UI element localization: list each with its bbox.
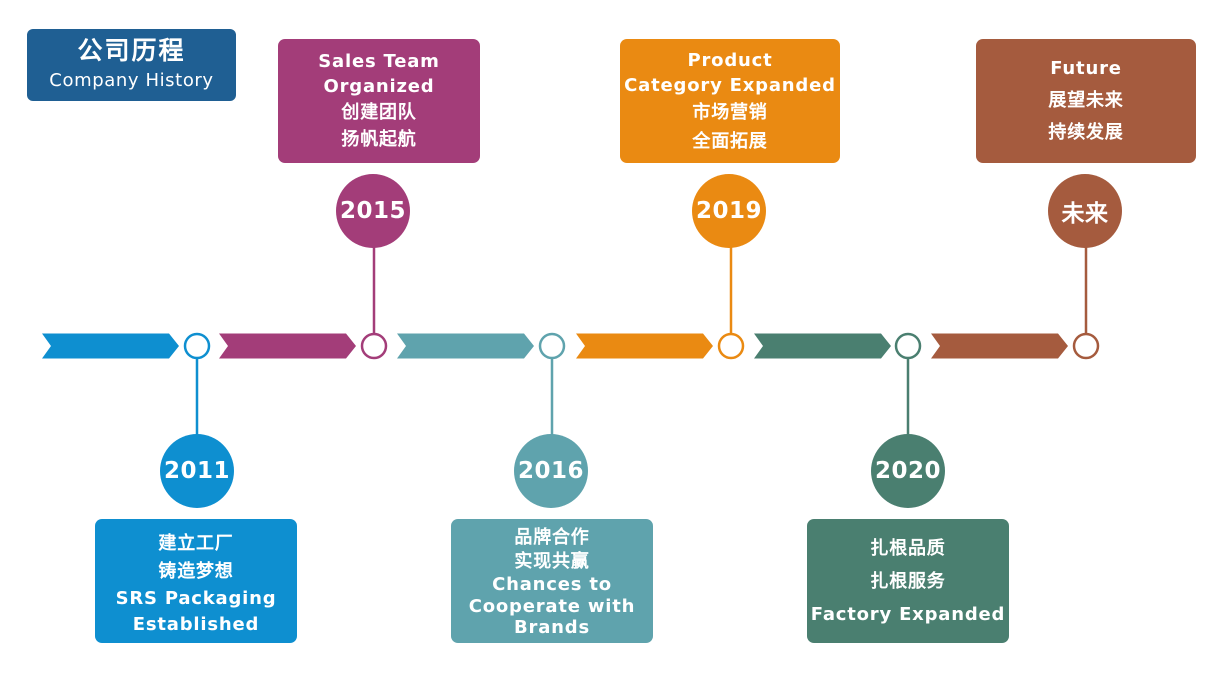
- card-line: 全面拓展: [692, 130, 768, 152]
- year-circle-2015: 2015: [336, 174, 410, 248]
- card-line: Chances to: [492, 574, 612, 595]
- milestone-card-2020: 扎根品质 扎根服务 Factory Expanded: [807, 519, 1009, 643]
- year-label: 2015: [339, 198, 406, 224]
- timeline-arrow-segment: [576, 333, 713, 359]
- card-line: Organized: [323, 76, 435, 97]
- card-line: 扎根品质: [870, 537, 946, 559]
- title-english: Company History: [49, 70, 214, 91]
- card-line: 扬帆起航: [341, 129, 417, 150]
- year-label: 2019: [695, 198, 762, 224]
- year-circle-2020: 2020: [871, 434, 945, 508]
- card-line: 创建团队: [341, 102, 417, 123]
- year-circle-future: 未来: [1048, 174, 1122, 248]
- timeline-arrow-segment: [219, 333, 356, 359]
- timeline-node: [894, 332, 922, 360]
- timeline-node: [717, 332, 745, 360]
- card-line: Category Expanded: [624, 74, 836, 96]
- year-label: 2016: [517, 458, 584, 484]
- year-label: 2011: [163, 458, 230, 484]
- year-circle-2011: 2011: [160, 434, 234, 508]
- card-line: Future: [1050, 58, 1122, 79]
- year-circle-2016: 2016: [514, 434, 588, 508]
- timeline-arrow-segment: [42, 333, 179, 359]
- milestone-card-2011: 建立工厂 铸造梦想 SRS Packaging Established: [95, 519, 297, 643]
- year-circle-2019: 2019: [692, 174, 766, 248]
- card-line: Sales Team: [318, 51, 440, 72]
- card-line: 铸造梦想: [158, 561, 234, 582]
- card-line: SRS Packaging: [115, 588, 277, 609]
- timeline-node: [183, 332, 211, 360]
- card-line: Factory Expanded: [810, 603, 1006, 625]
- card-line: 建立工厂: [158, 533, 234, 554]
- timeline-node: [538, 332, 566, 360]
- year-label: 2020: [874, 458, 941, 484]
- card-line: 实现共赢: [514, 551, 590, 572]
- card-line: Cooperate with: [468, 596, 636, 617]
- year-label: 未来: [1061, 201, 1109, 227]
- milestone-card-future: Future 展望未来 持续发展: [976, 39, 1196, 163]
- card-line: Brands: [514, 617, 590, 638]
- title-chinese: 公司历程: [77, 36, 186, 65]
- card-line: 市场营销: [692, 101, 768, 123]
- card-line: 品牌合作: [514, 527, 590, 548]
- card-line: Established: [132, 614, 260, 635]
- milestone-card-2016: 品牌合作 实现共赢 Chances to Cooperate with Bran…: [451, 519, 653, 643]
- milestone-card-2015: Sales Team Organized 创建团队 扬帆起航: [278, 39, 480, 163]
- milestone-card-2019: Product Category Expanded 市场营销 全面拓展: [620, 39, 840, 163]
- timeline-node: [1072, 332, 1100, 360]
- title-box: 公司历程 Company History: [27, 29, 236, 101]
- card-line: Product: [687, 49, 773, 71]
- card-line: 展望未来: [1048, 90, 1124, 111]
- timeline-arrow-segment: [931, 333, 1068, 359]
- card-line: 持续发展: [1048, 122, 1124, 143]
- timeline-node: [360, 332, 388, 360]
- card-line: 扎根服务: [870, 570, 946, 592]
- timeline-arrow-segment: [397, 333, 534, 359]
- timeline-arrow-segment: [754, 333, 891, 359]
